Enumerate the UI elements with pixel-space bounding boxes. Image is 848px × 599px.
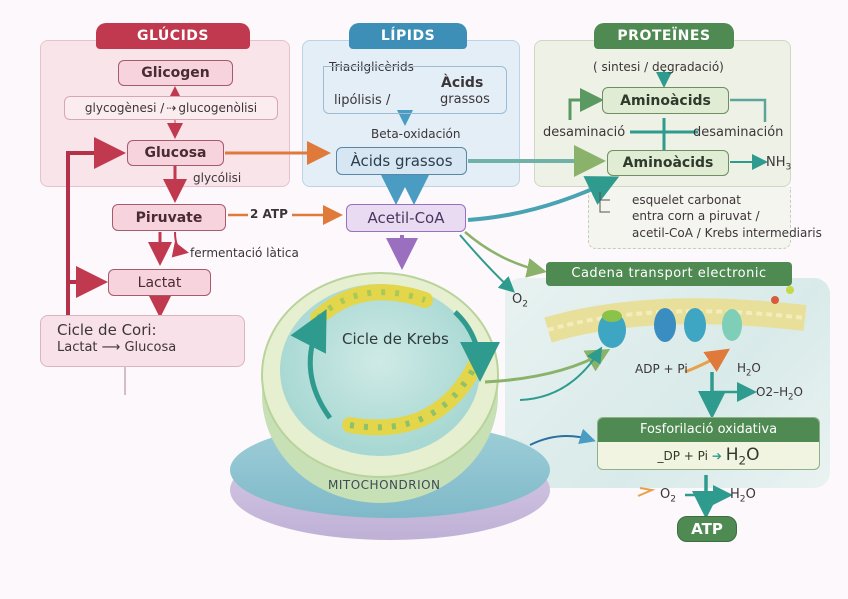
lipids-header: LÍPIDS [349, 23, 467, 49]
acetil-coa-node[interactable]: Acetil-CoA [346, 204, 466, 232]
o2-h2o-label: O2–H2O [756, 385, 803, 401]
lipolisis-box [323, 66, 507, 114]
glucogenolisi-label: glucogenòlisi [178, 101, 258, 115]
o2-h2o-end: O [793, 385, 803, 399]
acetil-krebs-label: acetil-CoA / Krebs intermediaris [632, 226, 822, 240]
adp-pi-label: ADP + Pi [635, 362, 688, 376]
proteines-header: PROTEÏNES [594, 23, 734, 49]
cori-title: Cicle de Cori: [57, 321, 157, 339]
entra-label: entra corn a piruvat / [632, 209, 760, 223]
esquelet-label: esquelet carbonat [632, 193, 741, 207]
fos-o2-subscript: 2 [670, 494, 677, 505]
triacilglicerids-label: Triacilglicèrids [329, 60, 414, 74]
eq-left: _DP + Pi [657, 449, 708, 463]
etc-header: Cadena transport electronic [546, 262, 792, 286]
cori-from: Lactat [57, 340, 98, 355]
glycogenesi-label: glycogènesi / [84, 101, 165, 115]
fos-h2o-label: H2O [730, 487, 756, 505]
fos-h2o-end: O [745, 487, 756, 502]
acids-top-label-2: grassos [440, 92, 490, 107]
fosforilacio-box[interactable]: Fosforilació oxidativa _DP + Pi ➔ H2O [597, 417, 820, 470]
atp-yield-label: 2 ATP [250, 207, 288, 221]
fosforilacio-equation: _DP + Pi ➔ H2O [598, 442, 819, 469]
piruvate-node[interactable]: Piruvate [112, 204, 226, 231]
sintesi-label: ( sintesi / degradació) [593, 60, 724, 74]
o2-subscript: 2 [522, 299, 529, 310]
eq-end: O [746, 445, 760, 465]
glycolisi-label: glycólisi [193, 171, 242, 185]
desaminacio-left-label: desaminació [543, 125, 626, 140]
eq-h: H [725, 445, 739, 465]
krebs-label: Cicle de Krebs [342, 330, 449, 348]
nh3-text: NH [766, 155, 786, 170]
aminoacid-fate-box [588, 187, 791, 249]
mitochondrion-label: MITOCHONDRION [328, 478, 441, 492]
glucosa-node[interactable]: Glucosa [127, 140, 224, 166]
fermentacio-label: fermentació làtica [190, 246, 299, 260]
acids-grassos-node[interactable]: Àcids grassos [336, 147, 467, 175]
glucids-header: GLÚCIDS [96, 23, 250, 49]
etc-h2o-label: H2O [737, 361, 761, 377]
o2-h2o-text: O2–H [756, 385, 789, 399]
o2-h2o-subscript: 2 [788, 391, 794, 402]
fos-o2-label: O2 [660, 487, 676, 505]
lactat-node[interactable]: Lactat [108, 269, 211, 296]
eq-sub: 2 [738, 453, 747, 468]
desaminacio-right-label: desaminación [693, 125, 784, 140]
nh3-subscript: 3 [785, 162, 792, 173]
acids-top-label-1: Àcids [441, 75, 484, 91]
aminoacids-top-node[interactable]: Aminoàcids [602, 87, 729, 114]
h2o-subscript: 2 [746, 367, 752, 378]
nh3-label: NH3 [766, 155, 791, 173]
h2o-end: O [751, 361, 761, 375]
glicogen-node[interactable]: Glicogen [118, 60, 233, 86]
aminoacids-bottom-node[interactable]: Aminoàcids [607, 150, 729, 176]
fosforilacio-header: Fosforilació oxidativa [598, 418, 819, 442]
atp-node[interactable]: ATP [677, 516, 737, 542]
glycogenesis-label-box: glycogènesi / ⇢ glucogenòlisi [64, 96, 278, 120]
etc-o2-label: O2 [512, 292, 528, 310]
cori-cycle-box[interactable]: Cicle de Cori: Lactat ⟶ Glucosa [40, 315, 245, 367]
bidirectional-arrow-icon: ⇢ [166, 101, 177, 115]
fos-h2o-text: H [730, 487, 740, 502]
right-arrow-icon: ➔ [711, 449, 722, 463]
lipolisis-label: lipólisis / [334, 93, 391, 108]
fos-h2o-subscript: 2 [739, 494, 746, 505]
h2o-text: H [737, 361, 747, 375]
cori-to: Glucosa [124, 340, 177, 355]
beta-oxidacion-label: Beta-oxidación [371, 127, 461, 141]
right-arrow-icon: ⟶ [101, 340, 121, 355]
fos-o2-text: O [660, 487, 671, 502]
o2-text: O [512, 292, 523, 307]
